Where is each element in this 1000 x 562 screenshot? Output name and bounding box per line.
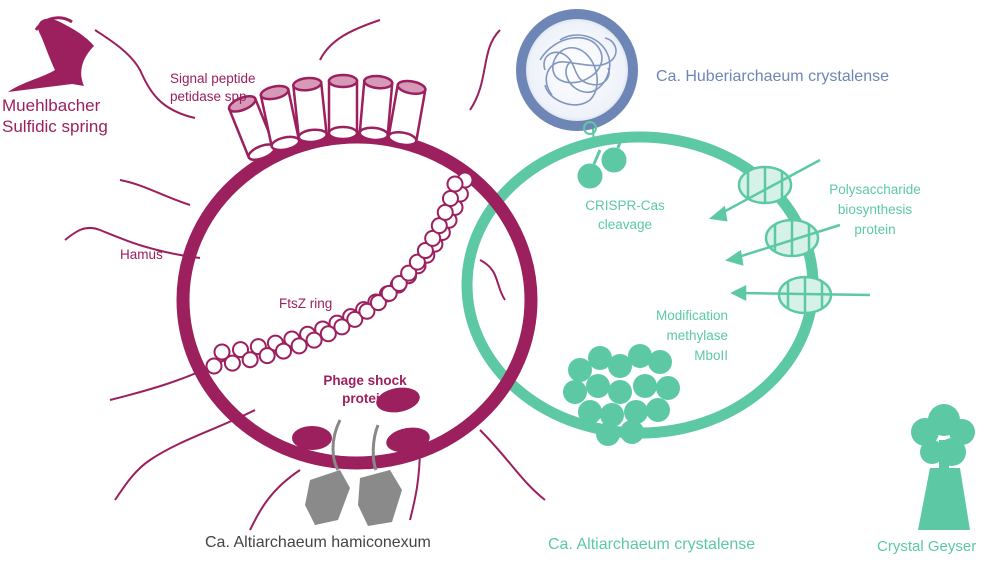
phage-shock-label: Phage shock protein bbox=[310, 372, 420, 408]
signal-peptide-label: Signal peptide petidase spp bbox=[170, 70, 256, 106]
altiarchaeum-hamiconexum-cell bbox=[176, 130, 538, 470]
polysaccharide-line-1: Polysaccharide bbox=[829, 182, 921, 197]
signal-peptide-line-1: Signal peptide bbox=[170, 71, 256, 86]
ftsz-bead bbox=[258, 347, 276, 365]
crispr-label: CRISPR-Cas cleavage bbox=[570, 196, 680, 234]
ftsz-bead bbox=[400, 264, 418, 282]
muehlbacher-line-2: Sulfidic spring bbox=[2, 117, 108, 136]
huberiarchaeum-label: Ca. Huberiarchaeum crystalense bbox=[656, 68, 889, 85]
altiarchaeum-hamiconexum-label: Ca. Altiarchaeum hamiconexum bbox=[205, 534, 431, 551]
phage-shock-protein-icon bbox=[292, 387, 430, 453]
ftsz-bead bbox=[346, 310, 364, 328]
ftsz-bead bbox=[223, 354, 241, 372]
modification-line-1: Modification bbox=[655, 308, 728, 323]
ftsz-bead bbox=[274, 342, 292, 360]
ftsz-bead bbox=[319, 325, 337, 343]
hamus-filaments bbox=[64, 19, 546, 531]
ftsz-bead bbox=[241, 351, 259, 369]
signal-peptidase-icon bbox=[227, 73, 427, 162]
muehlbacher-line-1: Muehlbacher bbox=[2, 96, 101, 115]
ftsz-bead bbox=[441, 189, 459, 207]
ftsz-bead bbox=[305, 331, 323, 349]
methylase-cluster-icon bbox=[563, 344, 680, 446]
crystal-geyser-icon bbox=[911, 404, 975, 530]
modification-label: Modification methylase MboII bbox=[610, 306, 728, 366]
crispr-line-2: cleavage bbox=[597, 217, 653, 232]
ftsz-bead bbox=[290, 337, 308, 355]
ftsz-bead bbox=[436, 203, 454, 221]
ftsz-bead bbox=[213, 343, 231, 361]
ftsz-bead bbox=[358, 302, 376, 320]
ftsz-bead bbox=[416, 242, 434, 260]
polysaccharide-line-3: protein bbox=[854, 222, 896, 237]
crispr-cas-icon bbox=[577, 98, 627, 189]
crispr-line-1: CRISPR-Cas bbox=[585, 198, 665, 213]
attachment-point-icon bbox=[583, 121, 597, 135]
ftsz-bead bbox=[232, 341, 250, 359]
signal-peptide-line-2: petidase spp bbox=[170, 89, 247, 104]
polysaccharide-line-2: biosynthesis bbox=[837, 202, 913, 217]
ftsz-bead bbox=[390, 275, 408, 293]
ftsz-bead bbox=[380, 284, 398, 302]
hamus-label: Hamus bbox=[120, 247, 163, 262]
ftsz-bead bbox=[205, 357, 223, 375]
ftsz-bead bbox=[446, 175, 464, 193]
phage-shock-line-2: protein bbox=[342, 391, 388, 406]
ftsz-bead bbox=[408, 253, 426, 271]
modification-line-2: methylase bbox=[666, 328, 728, 343]
modification-line-3: MboII bbox=[694, 348, 728, 363]
sulfidic-spring-icon bbox=[8, 16, 94, 92]
altiarchaeum-crystalense-label: Ca. Altiarchaeum crystalense bbox=[548, 536, 756, 553]
ftsz-bead bbox=[333, 318, 351, 336]
ftsz-label: FtsZ ring bbox=[279, 296, 333, 311]
polysaccharide-protein-icon bbox=[709, 158, 871, 315]
crystal-geyser-label: Crystal Geyser bbox=[877, 538, 977, 555]
huberiarchaeum-cell bbox=[516, 9, 638, 131]
ftsz-ring-chain bbox=[205, 171, 474, 375]
polysaccharide-label: Polysaccharide biosynthesis protein bbox=[815, 180, 935, 240]
phage-shock-line-1: Phage shock bbox=[323, 373, 407, 388]
ftsz-bead bbox=[369, 294, 387, 312]
muehlbacher-label: Muehlbacher Sulfidic spring bbox=[2, 95, 108, 137]
grappling-hook-icon bbox=[305, 419, 402, 526]
